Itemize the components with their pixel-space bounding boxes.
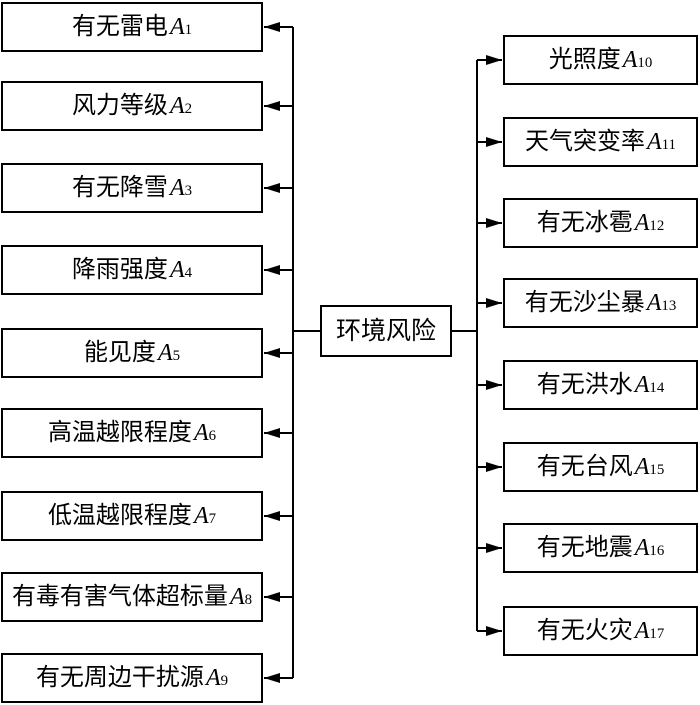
- node-a9-text: 有无周边干扰源: [35, 665, 204, 691]
- node-a12-text: 有无冰雹: [536, 210, 633, 236]
- node-a14-var: A: [634, 372, 650, 398]
- node-a7-var: A: [193, 503, 209, 529]
- node-a12-var: A: [634, 210, 650, 236]
- center-node-environment-risk: 环境风险: [320, 305, 452, 357]
- node-a6-var: A: [193, 420, 209, 446]
- node-a8-text: 有毒有害气体超标量: [11, 584, 228, 610]
- node-a9-var: A: [205, 665, 221, 691]
- node-a3-var: A: [169, 175, 185, 201]
- node-a11-var: A: [647, 129, 662, 155]
- node-a11-text: 天气突变率: [525, 129, 645, 155]
- node-a17-var: A: [634, 618, 650, 644]
- node-a5-text: 能见度: [83, 340, 156, 366]
- node-a1-var: A: [169, 14, 185, 40]
- node-a16-var: A: [634, 535, 650, 561]
- node-a1-text: 有无雷电: [71, 14, 168, 40]
- node-a6-text: 高温越限程度: [47, 420, 192, 446]
- node-a7-text: 低温越限程度: [47, 503, 192, 529]
- node-a13-var: A: [646, 290, 662, 316]
- node-a3-text: 有无降雪: [71, 175, 168, 201]
- node-a13-text: 有无沙尘暴: [524, 290, 645, 316]
- node-a2-var: A: [169, 93, 185, 119]
- center-node-label: 环境风险: [335, 317, 436, 345]
- node-a8-var: A: [229, 584, 245, 610]
- node-a15-var: A: [634, 454, 650, 480]
- node-a17-text: 有无火灾: [536, 618, 633, 644]
- node-a4-var: A: [169, 257, 185, 283]
- node-a15-text: 有无台风: [536, 454, 633, 480]
- node-a10-text: 光照度: [548, 47, 621, 73]
- node-a4-text: 降雨强度: [71, 257, 168, 283]
- node-a5-var: A: [157, 340, 173, 366]
- node-a14-text: 有无洪水: [536, 372, 633, 398]
- node-a10-var: A: [622, 47, 638, 73]
- node-a2-text: 风力等级: [71, 93, 168, 119]
- node-a16-text: 有无地震: [536, 535, 633, 561]
